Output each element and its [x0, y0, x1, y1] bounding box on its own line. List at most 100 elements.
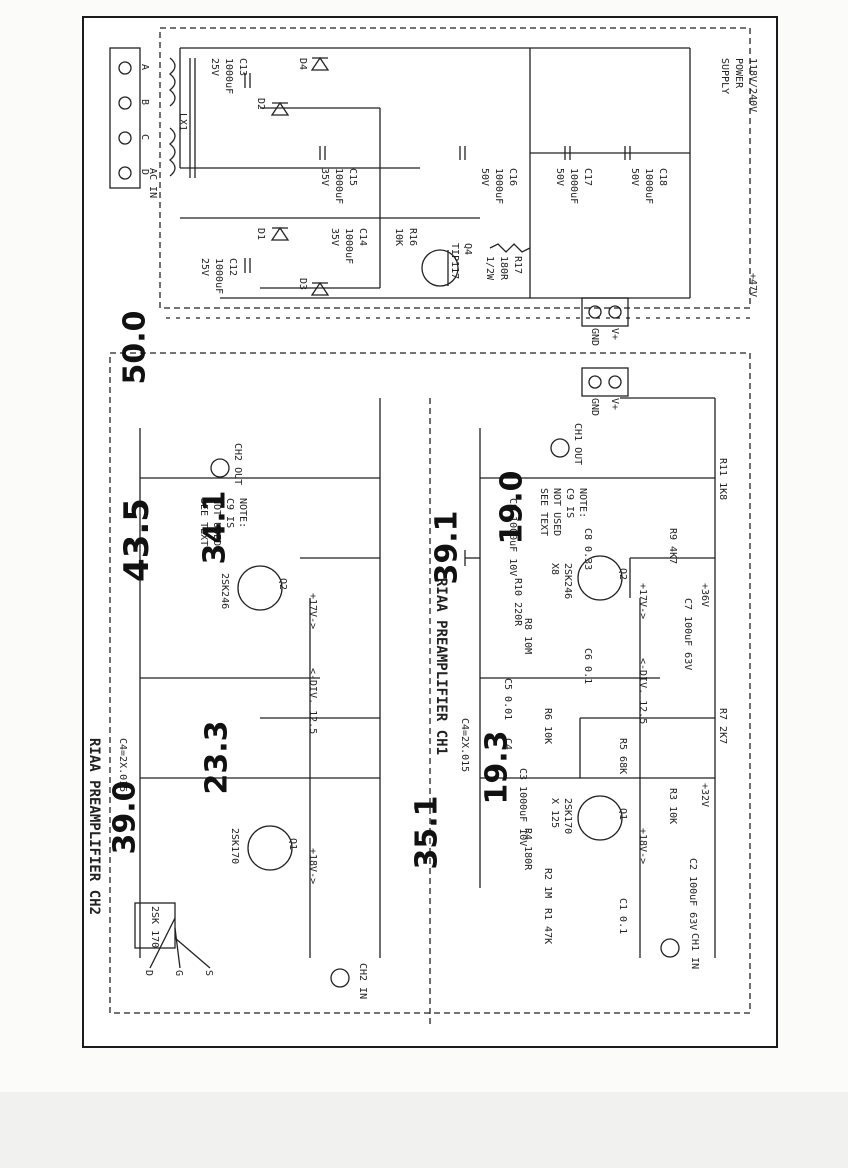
hand-43-5: 43.5 [116, 498, 157, 582]
hand-39-1: 39.1 [429, 510, 465, 585]
c14-ref: C14 [357, 228, 368, 246]
c15-val: 1000uF [333, 168, 344, 204]
ch1-div: <-DIV. 12.5 [637, 658, 648, 724]
ch1-r2: R2 1M [542, 868, 553, 898]
ch1-note-1: NOTE: [577, 488, 588, 518]
q4-ref: Q4 [462, 243, 473, 255]
ps-diodes [270, 56, 330, 296]
ch2-note-4: SEE TEXT [198, 498, 209, 546]
r17-val: 180R [498, 256, 509, 281]
ac-pin-b: B [139, 99, 150, 105]
ch2-c4note: C4=2X.015 [117, 738, 128, 792]
ch1-v32: +32V [699, 783, 710, 807]
ch1-v36: +36V [699, 583, 710, 607]
hand-34-1: 34.1 [197, 490, 233, 565]
c14-v: 35V [329, 228, 340, 246]
c12-ref: C12 [227, 258, 238, 276]
ch1-r1: R1 47K [542, 908, 553, 944]
ch1-v17: +17V-> [637, 583, 648, 619]
ch2-note-1: NOTE: [237, 498, 248, 528]
hand-19-3: 19.3 [479, 730, 515, 805]
hand-50-0: 50.0 [117, 310, 153, 385]
ch1-r4: R4 180R [522, 828, 533, 871]
d1-label: D1 [255, 228, 266, 240]
v47-label: +47V [747, 273, 758, 297]
ch1-r10: R10 220R [512, 578, 523, 627]
ch1-c6: C6 0.1 [582, 648, 593, 684]
ch2-v18: +18V-> [307, 848, 318, 884]
ch1-q1-ref: Q1 [617, 808, 628, 820]
ac-terminal-block [109, 47, 141, 189]
ch1-q1-symbol [577, 795, 623, 841]
ac-pin-a: A [139, 64, 150, 70]
ch1-out-jack [550, 438, 570, 458]
ch1-c8: C8 0.33 [582, 528, 593, 570]
c18-ref: C18 [657, 168, 668, 186]
c17-val: 1000uF [568, 168, 579, 204]
ch2-out-label: CH2 OUT [232, 443, 243, 485]
power-supply-box [159, 27, 751, 309]
ch1-q2-x: X8 [549, 563, 560, 575]
c16-ref: C16 [507, 168, 518, 186]
ch1-q1-type: 2SK170 [562, 798, 573, 834]
pre-gnd-label: GND [589, 398, 600, 416]
ac-pin-d: D [139, 169, 150, 175]
pinout-box [134, 902, 176, 949]
ch2-q1-ref: Q1 [287, 838, 298, 850]
c16-val: 1000uF [493, 168, 504, 204]
c13-v: 25V [209, 58, 220, 76]
ch1-r3: R3 10K [667, 788, 678, 824]
hand-23-3: 23.3 [199, 720, 235, 795]
pinout-part: 2SK 170 [149, 906, 160, 948]
ch1-c9: C9 1000uF 10V [507, 498, 518, 576]
ch1-in-jack [660, 938, 680, 958]
d2-label: D2 [255, 98, 266, 110]
ch1-r11: R11 1K8 [717, 458, 728, 500]
ch2-q2-ref: Q2 [277, 578, 288, 590]
ch1-r5: R5 68K [617, 738, 628, 774]
ch1-r7: R7 2K7 [717, 708, 728, 744]
ch2-in-label: CH2 IN [357, 963, 368, 999]
c17-v: 50V [554, 168, 565, 186]
ch1-in-label: CH1 IN [689, 933, 700, 969]
pinout-d: D [143, 970, 154, 976]
ps-vplus-label: V+ [609, 328, 620, 340]
ch1-note-4: SEE TEXT [538, 488, 549, 536]
ch1-note-3: NOT USED [551, 488, 562, 536]
ch2-div: <-DIV. 12.5 [307, 668, 318, 734]
ch2-q1-symbol [247, 825, 293, 871]
ch1-r9: R9 4K7 [667, 528, 678, 564]
ch1-out-label: CH1 OUT [572, 423, 583, 465]
d4-label: D4 [297, 58, 308, 70]
ch2-q2-type: 2SK246 [219, 573, 230, 609]
q4-transistor [421, 249, 459, 287]
r16-ref: R16 [407, 228, 418, 246]
hand-35-1: 35.1 [409, 795, 445, 870]
ch1-q2-type: 2SK246 [562, 563, 573, 599]
ps-gnd-label: GND [589, 328, 600, 346]
ch2-title: RIAA PREAMPLIFIER CH2 [86, 738, 102, 915]
ps-terminal [581, 297, 629, 327]
ps-caps [244, 73, 690, 273]
pinout-g: G [173, 970, 184, 976]
r17-ref: R17 [512, 256, 523, 274]
ch1-r6: R6 10K [542, 708, 553, 744]
ch2-out-jack [210, 458, 230, 478]
ch2-q1-type: 2SK170 [229, 828, 240, 864]
schematic-svg: 118V/240V POWER SUPPLY AC IN A B C D LX1… [86, 27, 758, 1028]
ps-title-2: POWER [733, 58, 744, 89]
pinout-s: S [203, 970, 214, 976]
preamp-terminal [581, 367, 629, 397]
pre-vplus-label: V+ [609, 398, 620, 410]
ch1-q1-x: X 125 [549, 798, 560, 828]
ch2-note-3: NOT USED [211, 498, 222, 546]
d3-label: D3 [297, 278, 308, 290]
ch1-q2-ref: Q2 [617, 568, 628, 580]
ps-title-1: 118V/240V [747, 58, 758, 112]
ch1-q2-symbol [577, 555, 623, 601]
r16-val: 10K [393, 228, 404, 246]
ch2-q2-symbol [237, 565, 283, 611]
ch1-c3: C3 1000uF 10V [517, 768, 528, 846]
c15-ref: C15 [347, 168, 358, 186]
ac-pin-c: C [139, 134, 150, 140]
